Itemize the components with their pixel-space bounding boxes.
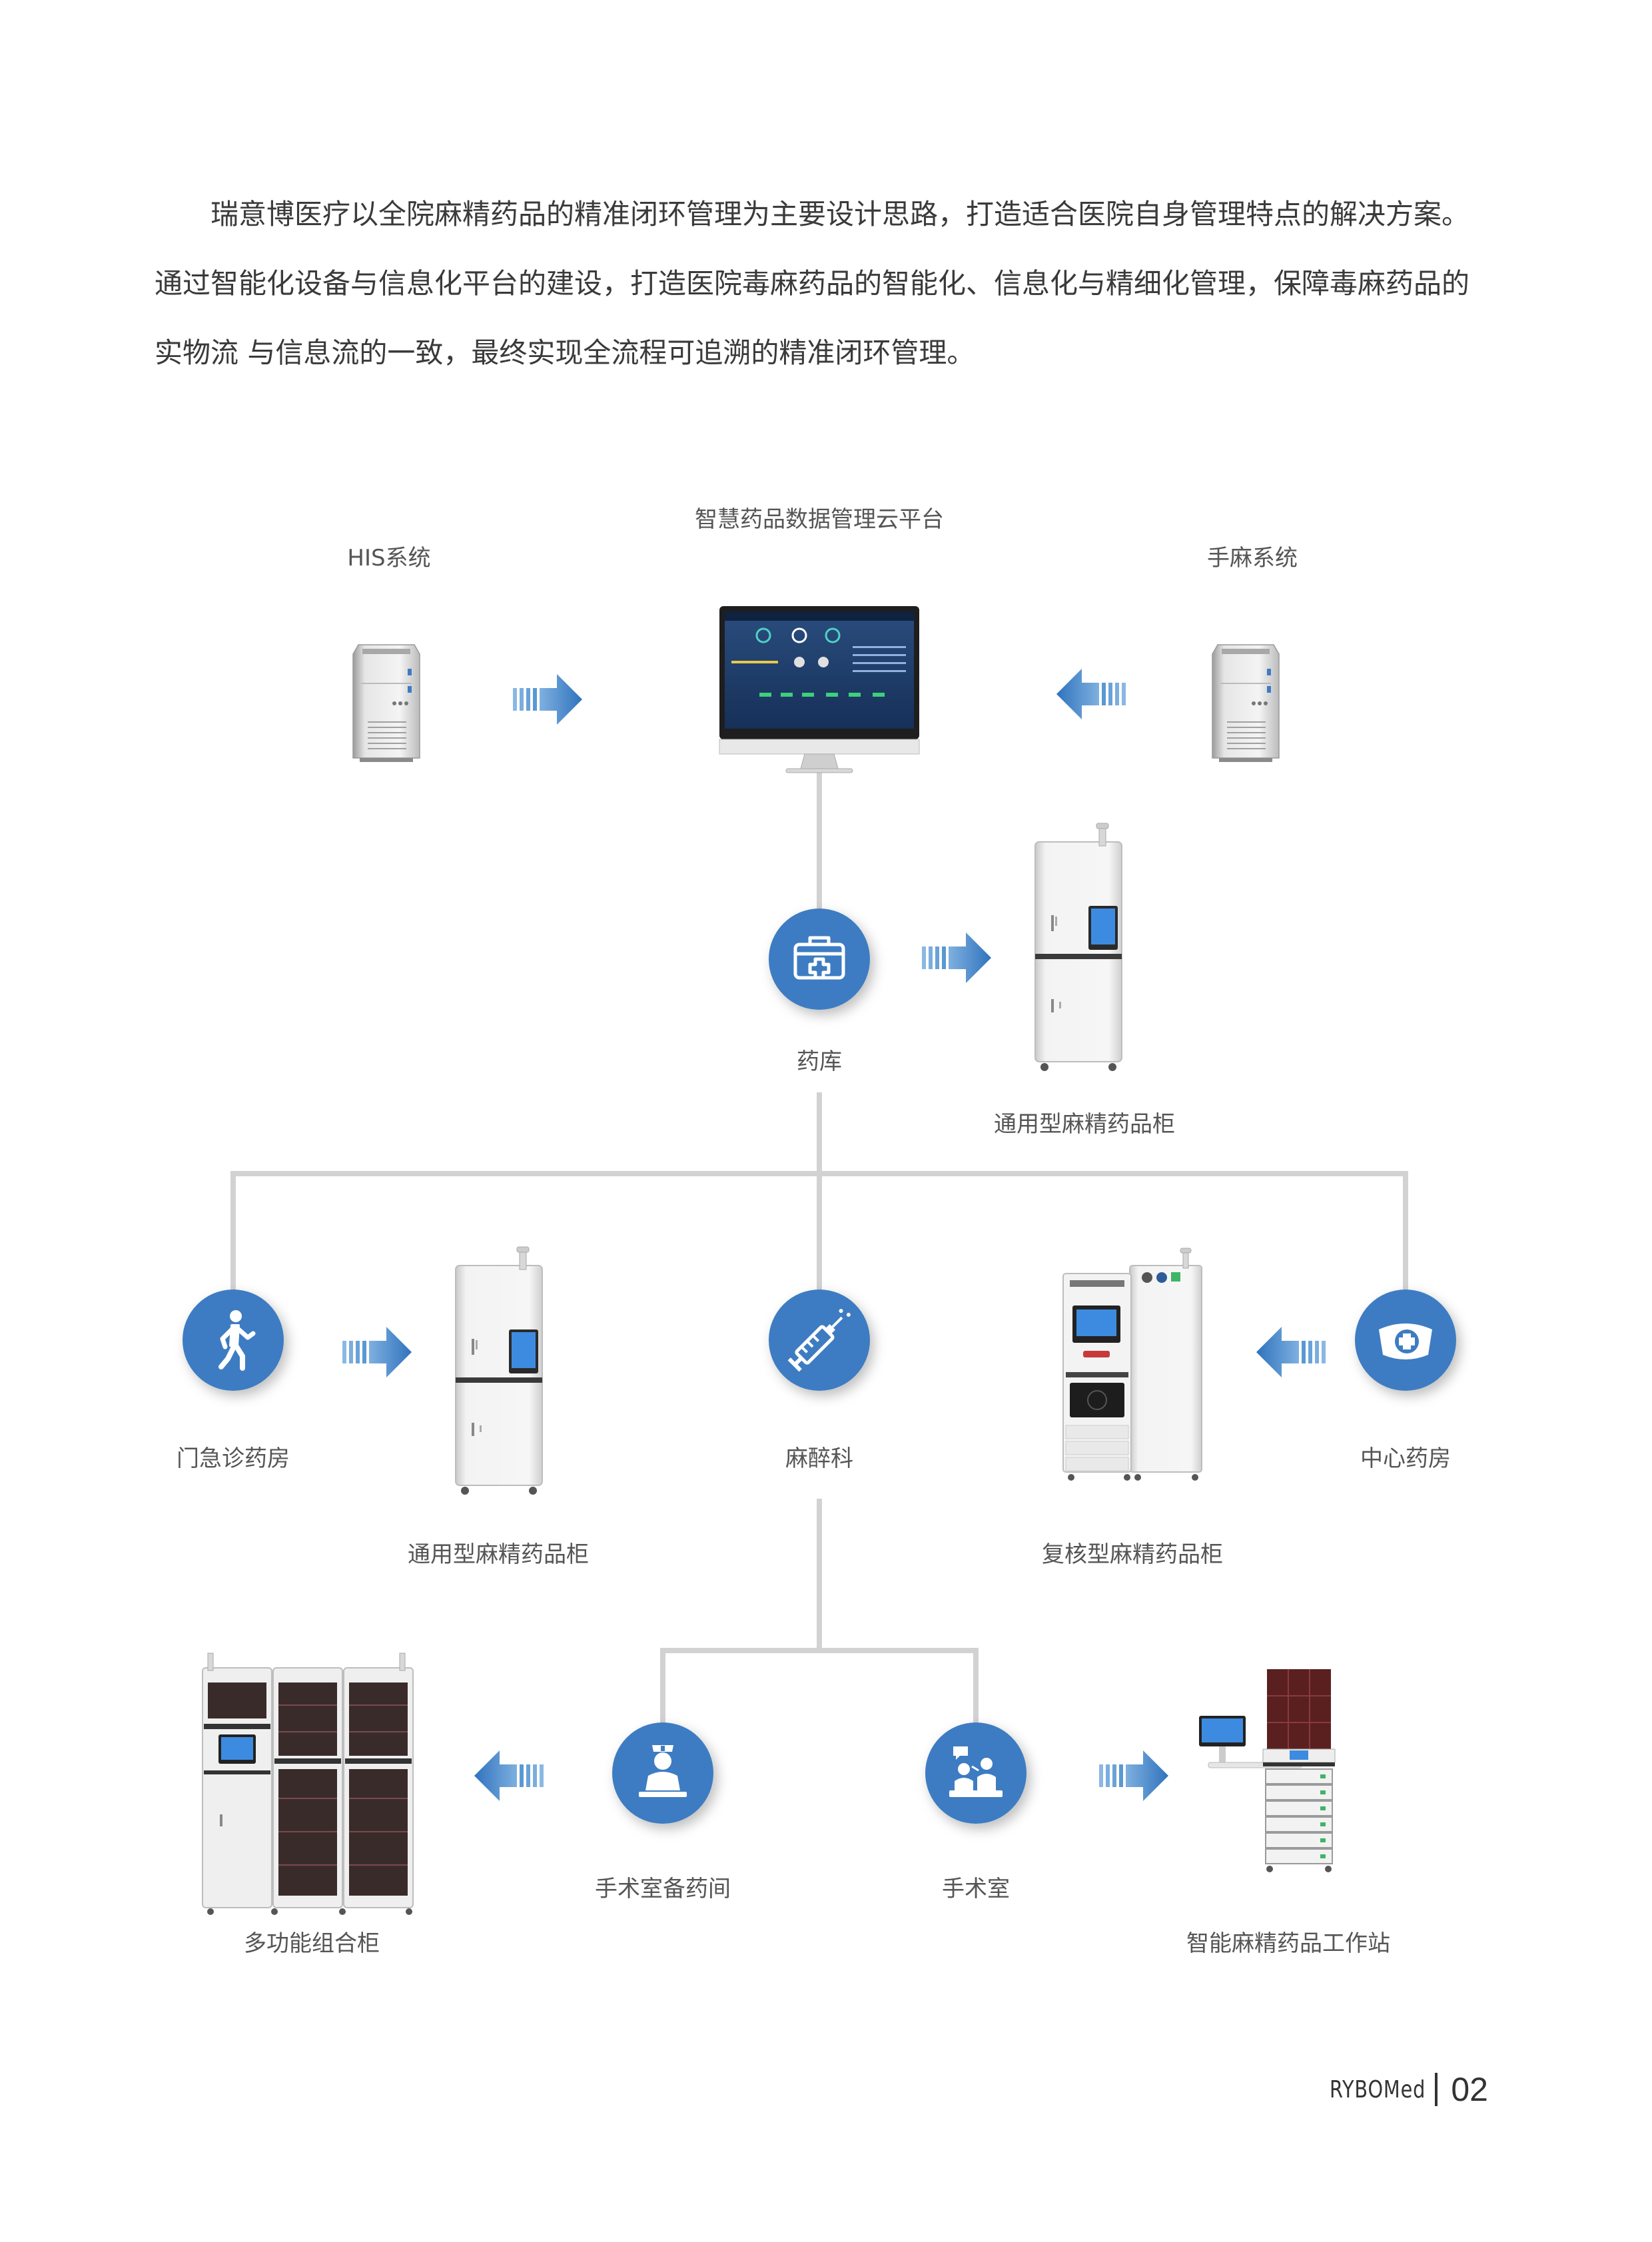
outpatient-cabinet-label: 通用型麻精药品柜 [408, 1541, 589, 1568]
cloud-platform-monitor [719, 606, 920, 773]
workstation-label: 智能麻精药品工作站 [1186, 1930, 1390, 1957]
outpatient-cabinet-image [455, 1246, 543, 1495]
outpatient-arrow-icon [342, 1327, 412, 1377]
intro-line-3: 实物流 与信息流的一致，最终实现全流程可追溯的精准闭环管理。 [155, 336, 975, 369]
central-pharmacy-label: 中心药房 [1360, 1445, 1451, 1472]
intro-line-2: 通过智能化设备与信息化平台的建设，打造医院毒麻药品的智能化、信息化与精细化管理，… [155, 267, 1470, 300]
page-number: 02 [1451, 2071, 1488, 2108]
operating-room-label: 手术室 [942, 1876, 1010, 1902]
medical-kit-icon [793, 936, 845, 980]
multi-function-cabinet-image [202, 1653, 414, 1915]
anesthesia-server-icon [1212, 644, 1280, 763]
warehouse-label: 药库 [797, 1048, 842, 1075]
warehouse-arrow-icon [922, 933, 991, 983]
warehouse-cabinet-image [1034, 823, 1122, 1072]
cloud-platform-label: 智慧药品数据管理云平台 [695, 506, 944, 533]
syringe-icon [787, 1309, 851, 1372]
warehouse-cabinet-label: 通用型麻精药品柜 [994, 1111, 1175, 1138]
outpatient-label: 门急诊药房 [177, 1445, 290, 1472]
multi-cabinet-label: 多功能组合柜 [244, 1930, 380, 1957]
workstation-image [1199, 1669, 1336, 1872]
nurse-icon [639, 1745, 687, 1797]
anesthesia-system-label: 手麻系统 [1207, 545, 1298, 571]
footer-divider [1435, 2073, 1438, 2106]
central-pharmacy-arrow-icon [1256, 1327, 1326, 1377]
his-label: HIS系统 [347, 545, 431, 571]
his-server-icon [352, 644, 420, 763]
brand-name: RYBOMed [1330, 2075, 1426, 2103]
anesthesiology-label: 麻醉科 [785, 1445, 853, 1472]
his-arrow-icon [513, 674, 582, 725]
operating-room-node [925, 1722, 1027, 1824]
review-cabinet-image [1062, 1248, 1202, 1481]
walking-person-icon [218, 1310, 256, 1371]
review-cabinet-label: 复核型麻精药品柜 [1042, 1541, 1223, 1568]
medicine-box-icon [1379, 1323, 1432, 1359]
intro-text: 瑞意博医疗以全院麻精药品的精准闭环管理为主要设计思路，打造适合医院自身管理特点的… [155, 180, 1500, 388]
surgery-team-icon [949, 1746, 1003, 1797]
page-footer: RYBOMed 02 [1306, 2070, 1488, 2109]
or-pharmacy-arrow-icon [474, 1750, 544, 1801]
anesthesia-arrow-icon [1056, 669, 1126, 719]
or-pharmacy-label: 手术室备药间 [595, 1876, 731, 1902]
intro-line-1: 瑞意博医疗以全院麻精药品的精准闭环管理为主要设计思路，打造适合医院自身管理特点的… [210, 198, 1470, 230]
connector-lines [230, 766, 1408, 1758]
operating-room-arrow-icon [1099, 1750, 1168, 1801]
